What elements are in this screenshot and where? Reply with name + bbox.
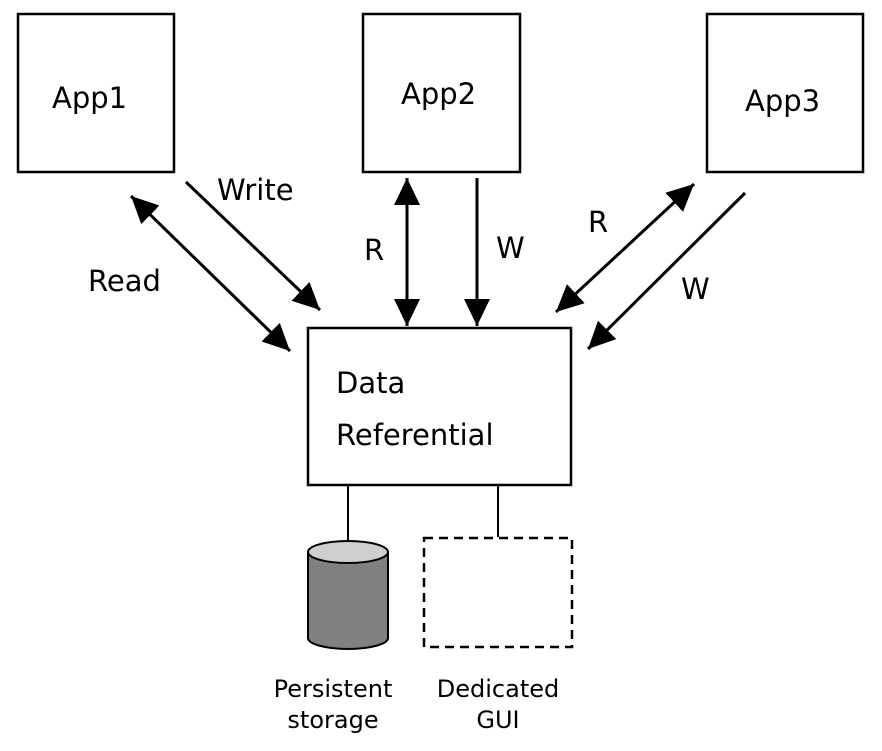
dedicated-gui-label: Dedicated GUI [424,674,572,736]
app3-box [705,12,865,174]
database-cylinder-icon [307,540,389,650]
app1-read-arrow [129,194,292,353]
data-referential-box [306,326,573,487]
data-referential-label-line1: Data [336,366,406,400]
app1-box [16,12,176,174]
app2-label: App2 [401,77,477,111]
app2-write-label: W [496,231,525,265]
app3-read-label: R [588,205,609,239]
persistent-storage-label: Persistent storage [266,674,400,736]
app1-read-label: Read [88,264,161,298]
app3-read-arrow [554,182,696,314]
data-referential-label-line2: Referential [336,418,494,452]
dedicated-gui-label-line1: Dedicated [436,675,560,703]
dedicated-gui-box [422,536,574,649]
app2-box [361,12,522,174]
app3-write-arrow [586,191,747,351]
app1-write-label: Write [217,173,294,207]
persistent-storage-label-line1: Persistent [273,675,393,703]
app3-write-label: W [681,272,710,306]
app2-read-label: R [364,233,385,267]
app1-label: App1 [52,81,128,115]
app3-label: App3 [745,84,821,118]
persistent-storage-label-line2: storage [287,706,379,734]
dedicated-gui-label-line2: GUI [476,706,520,734]
